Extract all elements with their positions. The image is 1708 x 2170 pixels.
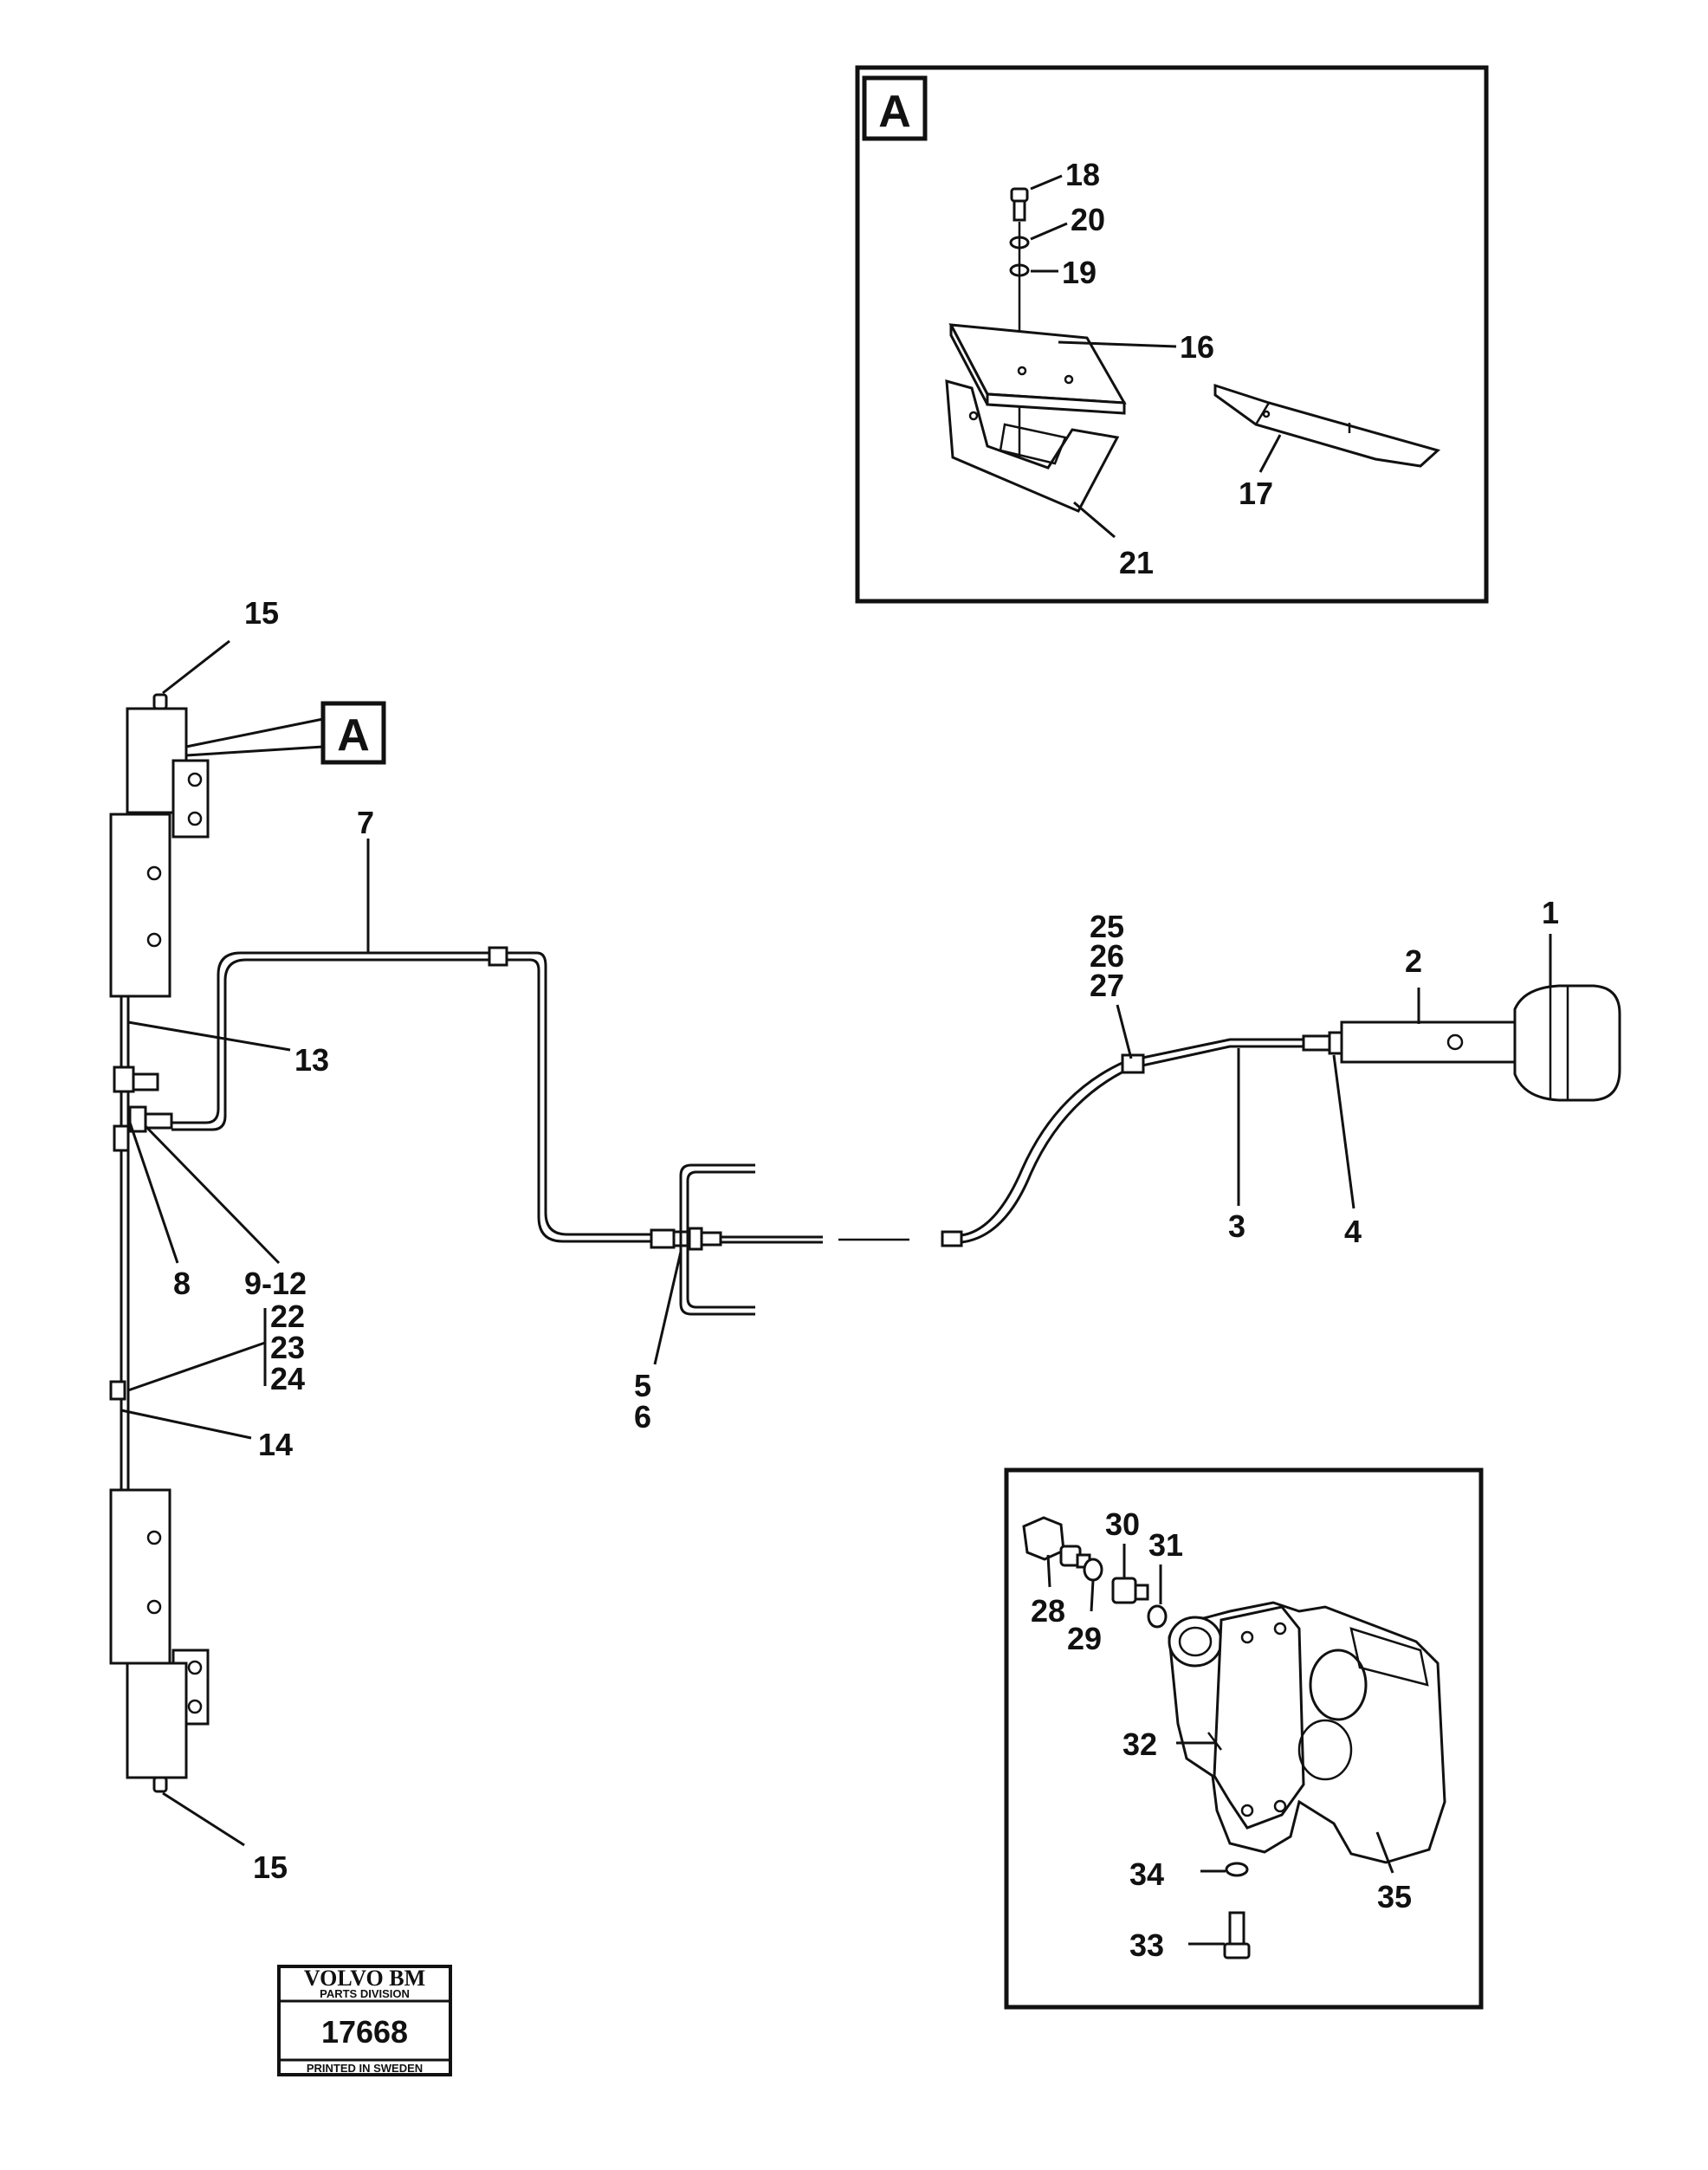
union-6	[700, 1231, 722, 1247]
brake-chamber-1	[1340, 984, 1621, 1102]
bolt-18	[1010, 187, 1029, 222]
callout-34: 34	[1129, 1856, 1164, 1892]
main-callouts: 15 7 13 8 9-12 22 23 24 14 15 5 6 25 26 …	[120, 595, 1559, 1885]
push-rod-2	[1340, 1020, 1517, 1064]
callout-3: 3	[1228, 1208, 1245, 1244]
caliper-bracket-32	[1213, 1605, 1305, 1830]
callout-27: 27	[1090, 968, 1124, 1003]
tee-fitting-8	[113, 1066, 135, 1093]
caliper-detail-frame	[1004, 1467, 1484, 2010]
washer-31	[1147, 1604, 1168, 1629]
pipe-7-coupling	[488, 946, 508, 967]
callout-13: 13	[294, 1042, 329, 1078]
callout-5: 5	[634, 1368, 651, 1403]
callout-31: 31	[1148, 1527, 1183, 1563]
callout-9-12: 9-12	[244, 1266, 307, 1301]
callout-1: 1	[1542, 895, 1559, 930]
left-cylinder-assembly	[109, 693, 210, 1793]
callout-8: 8	[173, 1266, 191, 1301]
callout-23: 23	[270, 1330, 305, 1365]
plate-16-edge2	[986, 392, 1126, 415]
callout-26: 26	[1090, 938, 1124, 974]
callout-25: 25	[1090, 909, 1124, 944]
union-branch	[144, 1112, 173, 1130]
callout-7: 7	[357, 805, 374, 840]
bottom-cylinder-upper	[109, 1488, 171, 1665]
bolt-33	[1223, 1911, 1251, 1959]
fitting-lower	[113, 1124, 130, 1152]
callout-4: 4	[1344, 1214, 1362, 1249]
bottom-cylinder-lower	[126, 1662, 188, 1779]
detail-a-reference: A	[185, 701, 386, 765]
detail-a-tag-box	[862, 75, 928, 141]
detail-a-tag: A	[878, 87, 911, 137]
callout-18: 18	[1065, 157, 1100, 192]
callout-2: 2	[1405, 943, 1422, 979]
plate-16	[948, 323, 1127, 405]
callout-20: 20	[1071, 202, 1105, 237]
callout-24: 24	[270, 1361, 305, 1396]
callout-29: 29	[1067, 1621, 1102, 1656]
callout-33: 33	[1129, 1927, 1164, 1963]
callout-19: 19	[1062, 255, 1097, 290]
union-5	[650, 1228, 676, 1249]
detail-a-panel: A 18 20 19 16	[855, 65, 1489, 604]
stamp-footer: PRINTED IN SWEDEN	[307, 2062, 423, 2075]
tee-branch	[132, 1072, 159, 1091]
fitting-28	[1022, 1516, 1091, 1569]
top-cylinder-bracket	[171, 759, 210, 839]
bracket-21	[945, 379, 1120, 513]
bleed-screw-30	[1111, 1577, 1149, 1604]
washer-29	[1083, 1558, 1103, 1582]
callout-16: 16	[1180, 329, 1214, 365]
washer-34	[1225, 1862, 1249, 1877]
bleed-nipple-bottom	[152, 1776, 168, 1793]
callout-28: 28	[1031, 1593, 1065, 1629]
stamp-number: 17668	[321, 2014, 408, 2050]
caliper-detail-panel: 28 29 30 31 32 34 33 35	[1004, 1467, 1484, 2010]
callout-14: 14	[258, 1427, 293, 1462]
callout-35: 35	[1377, 1879, 1412, 1914]
pipe-clip-22-24	[109, 1380, 126, 1401]
callout-30: 30	[1105, 1506, 1140, 1542]
adapter-4	[1302, 1034, 1331, 1052]
detail-a-callout-tag: A	[337, 710, 370, 761]
callout-22: 22	[270, 1299, 305, 1334]
callout-21: 21	[1119, 545, 1154, 580]
stamp-division: PARTS DIVISION	[320, 1987, 410, 2000]
callout-17: 17	[1239, 476, 1273, 511]
hose-end-fitting	[941, 1230, 963, 1247]
bulkhead-union-5-6	[650, 1163, 909, 1316]
bleed-nipple-top	[152, 693, 168, 710]
callout-15-top: 15	[244, 595, 279, 631]
top-cylinder-lower	[109, 813, 171, 998]
callout-6: 6	[634, 1399, 651, 1435]
plate-17	[1213, 383, 1441, 468]
piston-port	[1168, 1616, 1223, 1668]
volvo-bm-stamp: VOLVO BM PARTS DIVISION 17668 PRINTED IN…	[277, 1965, 452, 2076]
hose-clip-25-27	[1121, 1053, 1145, 1074]
stamp-brand: VOLVO BM	[304, 1966, 425, 1991]
callout-32: 32	[1122, 1726, 1157, 1762]
callout-15-bottom: 15	[253, 1849, 288, 1885]
detail-a-frame	[855, 65, 1489, 604]
brake-hose-3	[941, 1031, 1343, 1247]
brake-pipe-7	[171, 946, 651, 1243]
